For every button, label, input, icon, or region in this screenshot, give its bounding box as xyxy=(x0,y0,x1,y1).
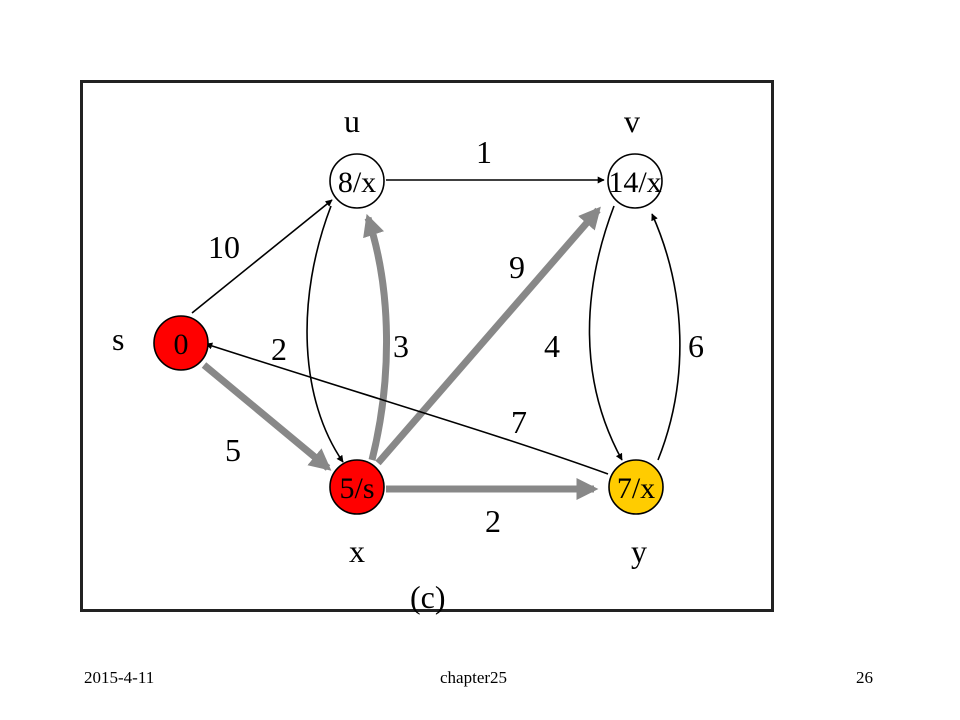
node-y-circle xyxy=(608,459,664,515)
edge-y-s xyxy=(205,342,609,475)
node-name-s: s xyxy=(112,321,124,357)
footer-date: 2015-4-11 xyxy=(84,668,155,687)
node-x-circle xyxy=(329,459,385,515)
node-y-value: 7/x xyxy=(617,472,655,505)
node-name-u: u xyxy=(344,103,360,139)
node-u-circle xyxy=(329,153,385,209)
edge-u-x xyxy=(306,205,344,463)
weight-x-y: 2 xyxy=(485,503,501,539)
node-name-y: y xyxy=(631,533,647,569)
node-s: 0 xyxy=(153,315,209,371)
diagram-caption: (c) xyxy=(410,579,446,615)
edge-y-v xyxy=(651,213,681,461)
weight-u-x: 2 xyxy=(271,331,287,367)
footer-page-number: 26 xyxy=(856,668,873,687)
node-u-value: 8/x xyxy=(338,166,376,199)
edge-v-y xyxy=(588,205,623,461)
node-name-x: x xyxy=(349,533,365,569)
weight-u-v: 1 xyxy=(476,134,492,170)
node-y: 7/x xyxy=(608,459,664,515)
weight-s-x: 5 xyxy=(225,432,241,468)
weight-x-u: 3 xyxy=(393,328,409,364)
node-v-value: 14/x xyxy=(608,166,661,199)
node-s-circle xyxy=(153,315,209,371)
footer-chapter: chapter25 xyxy=(440,668,508,687)
node-v: 14/x xyxy=(607,153,663,209)
weight-y-s: 7 xyxy=(511,404,527,440)
node-x: 5/s xyxy=(329,459,385,515)
weight-s-u: 10 xyxy=(208,229,240,265)
diagram-frame xyxy=(80,80,774,612)
weight-v-y: 4 xyxy=(544,328,560,364)
node-s-value: 0 xyxy=(174,328,189,361)
node-name-v: v xyxy=(624,103,640,139)
edge-s-x xyxy=(201,362,332,471)
edges xyxy=(191,176,681,500)
edge-s-u xyxy=(191,199,333,314)
edge-x-v xyxy=(375,206,601,466)
weight-x-v: 9 xyxy=(509,249,525,285)
edge-weights: 10 5 1 2 3 9 2 4 6 7 xyxy=(208,134,704,539)
nodes: 0 8/x 14/x 5/s 7/x xyxy=(153,153,664,515)
node-x-value: 5/s xyxy=(339,472,374,505)
node-u: 8/x xyxy=(329,153,385,209)
node-v-circle xyxy=(607,153,663,209)
weight-y-v: 6 xyxy=(688,328,704,364)
node-names: s u v x y xyxy=(112,103,647,569)
edge-x-u xyxy=(363,213,390,461)
